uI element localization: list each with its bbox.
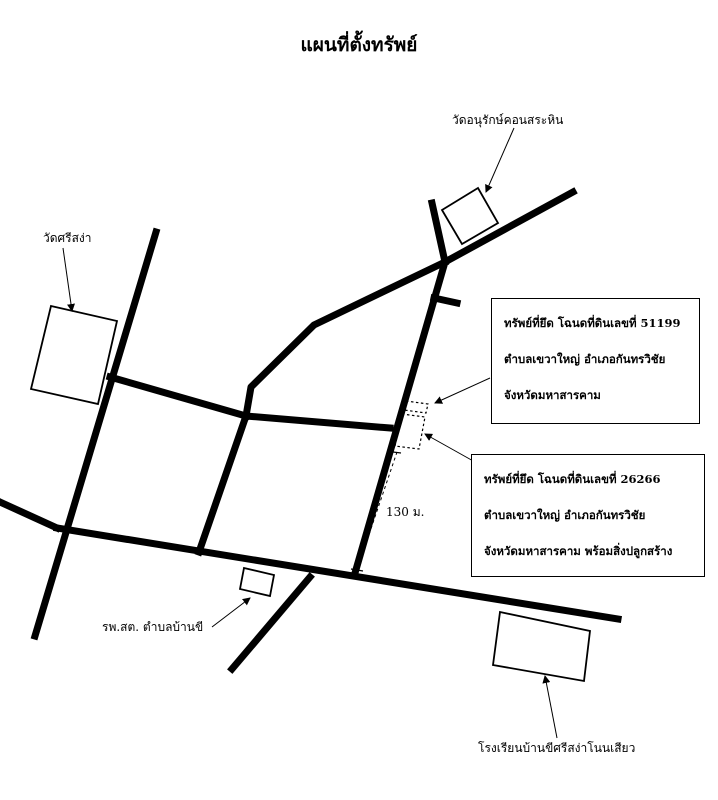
road-spur — [429, 293, 462, 308]
school-label: โรงเรียนบ้านขีศรีสง่าโนนเสียว — [478, 741, 635, 755]
property-info-box-51199: ทรัพย์ที่ยึด โฉนดที่ดินเลขที่ 51199 ตำบล… — [491, 298, 700, 424]
temple-west-building — [29, 304, 119, 406]
arrow-health-center — [211, 597, 251, 628]
arrow-property-2 — [424, 433, 476, 463]
property-plot-51199 — [403, 400, 429, 414]
property-2-location: ตำบลเขวาใหญ่ อำเภอกันทรวิชัย — [484, 508, 646, 522]
property-1-location: ตำบลเขวาใหญ่ อำเภอกันทรวิชัย — [504, 352, 666, 366]
road-middle-vertical — [194, 411, 251, 557]
school-building — [491, 610, 591, 683]
arrow-temple-west — [62, 247, 75, 312]
temple-north-building — [440, 186, 500, 246]
arrow-temple-north — [485, 127, 515, 193]
distance-tick-bottom — [350, 568, 364, 572]
property-1-province: จังหวัดมหาสารคาม — [504, 388, 601, 402]
road-main-horizontal-east — [52, 523, 623, 624]
property-2-deed: ทรัพย์ที่ยึด โฉนดที่ดินเลขที่ 26266 — [484, 472, 661, 486]
arrow-school — [542, 675, 558, 739]
property-info-box-26266: ทรัพย์ที่ยึด โฉนดที่ดินเลขที่ 26266 ตำบล… — [471, 454, 705, 577]
property-plot-26266 — [394, 413, 426, 450]
health-center-label: รพ.สต. ตำบลบ้านขี — [102, 620, 203, 634]
map-title: แผนที่ตั้งทรัพย์ — [300, 34, 418, 56]
road-northeast — [440, 187, 578, 267]
health-center-building — [238, 566, 276, 598]
property-1-deed: ทรัพย์ที่ยึด โฉนดที่ดินเลขที่ 51199 — [504, 316, 681, 330]
road-east-vertical — [350, 257, 450, 578]
temple-west-label: วัดศรีสง่า — [43, 231, 92, 245]
distance-label: 130 ม. — [386, 505, 424, 519]
arrow-property-1 — [434, 377, 491, 404]
road-main-horizontal — [0, 498, 62, 533]
road-cross-east — [242, 412, 394, 432]
road-south — [227, 572, 315, 674]
road-cross-west — [105, 372, 251, 421]
distance-line — [356, 451, 398, 571]
road-diagonal — [241, 257, 450, 421]
road-temple-access — [427, 198, 450, 267]
property-2-province: จังหวัดมหาสารคาม พร้อมสิ่งปลูกสร้าง — [484, 544, 673, 558]
road-west-vertical — [30, 227, 161, 641]
temple-north-label: วัดอนุรักษ์คอนสระหิน — [452, 113, 563, 128]
